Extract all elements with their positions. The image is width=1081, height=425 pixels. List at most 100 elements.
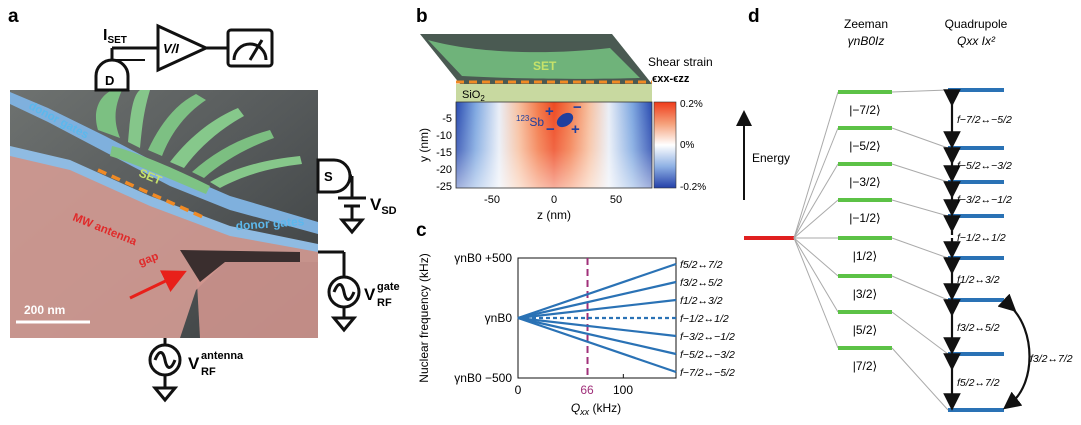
vant-label: V [188,354,200,373]
level-label: |−1/2⟩ [849,211,881,225]
c-marker-label: 66 [580,383,594,397]
b-xtick: -50 [484,194,500,206]
b-ytick: -10 [436,130,452,142]
c-series-label: f1/2↔3/2 [680,295,723,307]
plus-sign-2: + [571,121,580,138]
c-ylabels: γnB0 +500 γnB0 γnB0 −500 [454,251,512,385]
transition-label: f3/2↔5/2 [957,322,1000,334]
col2-title: Quadrupole [945,17,1008,31]
panel-c-letter: c [416,220,427,241]
b-ylabel: y (nm) [417,128,431,162]
level-label: |−5/2⟩ [849,139,881,153]
d-levels: |−7/2⟩|−5/2⟩|−3/2⟩|−1/2⟩|1/2⟩|3/2⟩|5/2⟩|… [794,90,1073,410]
strain-map-fade [456,102,652,188]
c-ytick-mid: γnB0 [485,311,513,325]
connector-line [892,90,948,92]
c-series-line [518,318,676,354]
vgate-label: V [364,285,376,304]
col2-expr: Qxx Ix² [957,34,996,48]
extra-transition-label: f3/2↔7/2 [1030,353,1073,365]
c-ytick-top: γnB0 +500 [454,251,512,265]
level-label: |−3/2⟩ [849,175,881,189]
plus-sign-1: + [545,103,554,120]
connector-line [892,238,948,258]
connector-line [892,348,948,410]
colorbar-tick: 0.2% [680,99,703,110]
vgate-sub: RF [377,297,392,309]
sio2-layer [456,84,652,102]
vgate-sup: gate [377,281,400,293]
level-label: |−7/2⟩ [849,103,881,117]
col1-expr: γnB0Iz [848,34,885,48]
c-series-label: f3/2↔5/2 [680,277,723,289]
b-xtick: 0 [551,194,557,206]
fan-line [794,238,838,348]
set-label-b: SET [533,59,557,73]
transition-label: f1/2↔3/2 [957,274,1000,286]
c-series-line [518,282,676,318]
fan-line [794,128,838,238]
energy-label: Energy [752,151,790,165]
transition-label: f5/2↔7/2 [957,377,1000,389]
gate-rf-circuit [318,252,359,330]
transition-label: f−1/2↔1/2 [957,232,1006,244]
level-label: |5/2⟩ [853,323,877,337]
vant-sup: antenna [201,350,244,362]
c-xtick: 0 [515,383,522,397]
c-xlabel: Qxx (kHz) [571,401,621,417]
c-series-label: f5/2↔7/2 [680,259,723,271]
panel-d-letter: d [748,6,760,27]
vant-sub: RF [201,366,216,378]
panel-b-letter: b [416,6,428,27]
fan-line [794,92,838,238]
extra-transition-arrow [1010,306,1030,404]
b-ytick: -5 [442,113,452,125]
transition-label: f−7/2↔−5/2 [957,114,1012,126]
transition-label: f−5/2↔−3/2 [957,160,1012,172]
b-yticks: -5 -10 -15 -20 -25 [436,113,452,193]
b-ytick: -20 [436,164,452,176]
b-xticks: -50 0 50 [484,194,622,206]
strain-expr: ϵxx-ϵzz [652,73,690,85]
c-plot-area [518,258,676,378]
minus-sign-2: − [546,121,555,138]
panel-b: b SET SiO2 + + − − 123Sb -5 -10 -15 -20 … [416,6,713,222]
b-ytick: -25 [436,181,452,193]
amp-label: V/I [163,41,179,56]
fan-line [794,164,838,238]
source-label: S [324,169,333,184]
connector-line [892,128,948,148]
col1-title: Zeeman [844,17,888,31]
fan-line [794,238,838,312]
b-xlabel: z (nm) [537,208,571,222]
fan-line [794,200,838,238]
c-series-label: f−5/2↔−3/2 [680,349,735,361]
colorbar-ticks: 0.2% 0% -0.2% [680,99,706,193]
connector-line [892,312,948,354]
c-xtick: 100 [613,383,633,397]
colorbar [654,102,676,188]
connector-line [892,164,948,182]
colorbar-tick: -0.2% [680,182,706,193]
strain-title: Shear strain [648,55,713,69]
transition-label: f−3/2↔−1/2 [957,194,1012,206]
panel-d: d Zeeman γnB0Iz Quadrupole Qxx Ix² Energ… [744,6,1073,410]
level-label: |1/2⟩ [853,249,877,263]
colorbar-tick: 0% [680,140,695,151]
fan-line [794,238,838,276]
c-series-label: f−3/2↔−1/2 [680,331,735,343]
panel-a: a donor gates SET donor gates MW antenna… [8,6,400,400]
antenna-gap-region [196,262,318,338]
panel-a-letter: a [8,6,19,27]
connector-line [892,276,948,300]
scale-bar-label: 200 nm [24,303,65,317]
c-series-label: f−1/2↔1/2 [680,313,729,325]
current-label: ISET [103,27,127,46]
b-xtick: 50 [610,194,622,206]
c-ytick-bot: γnB0 −500 [454,371,512,385]
c-ylabel: Nuclear frequency (kHz) [417,253,431,382]
level-label: |7/2⟩ [853,359,877,373]
drain-label: D [105,73,114,88]
c-series-label: f−7/2↔−5/2 [680,367,735,379]
